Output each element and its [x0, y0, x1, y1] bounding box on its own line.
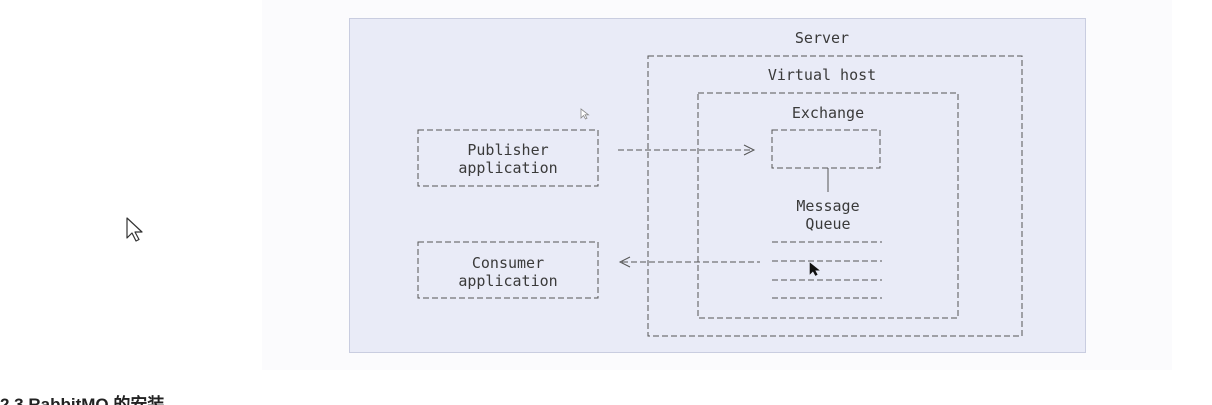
exchange-box: [771, 129, 881, 169]
server-label: Server: [795, 29, 849, 47]
consume-arrow-head: [618, 256, 631, 268]
publisher-label-line2: application: [458, 159, 557, 177]
consumer-label-line1: Consumer: [472, 254, 544, 272]
small-pointer-icon: [580, 108, 590, 120]
exchange-label: Exchange: [792, 104, 864, 122]
section-heading: 2.3 RabbitMQ 的安装: [0, 395, 165, 405]
mouse-pointer-icon: [126, 217, 143, 242]
virtual-host-label: Virtual host: [768, 66, 876, 84]
publish-arrow-head: [743, 144, 756, 156]
virtual-host-box: [697, 92, 959, 319]
consumer-box: [417, 241, 599, 299]
black-pointer-icon: [809, 262, 820, 276]
consumer-label-line2: application: [458, 272, 557, 290]
server-box: [647, 55, 1023, 337]
queue-label-line1: Message: [796, 197, 859, 215]
publisher-label-line1: Publisher: [467, 141, 548, 159]
publisher-box: [417, 129, 599, 187]
queue-label-line2: Queue: [805, 215, 850, 233]
